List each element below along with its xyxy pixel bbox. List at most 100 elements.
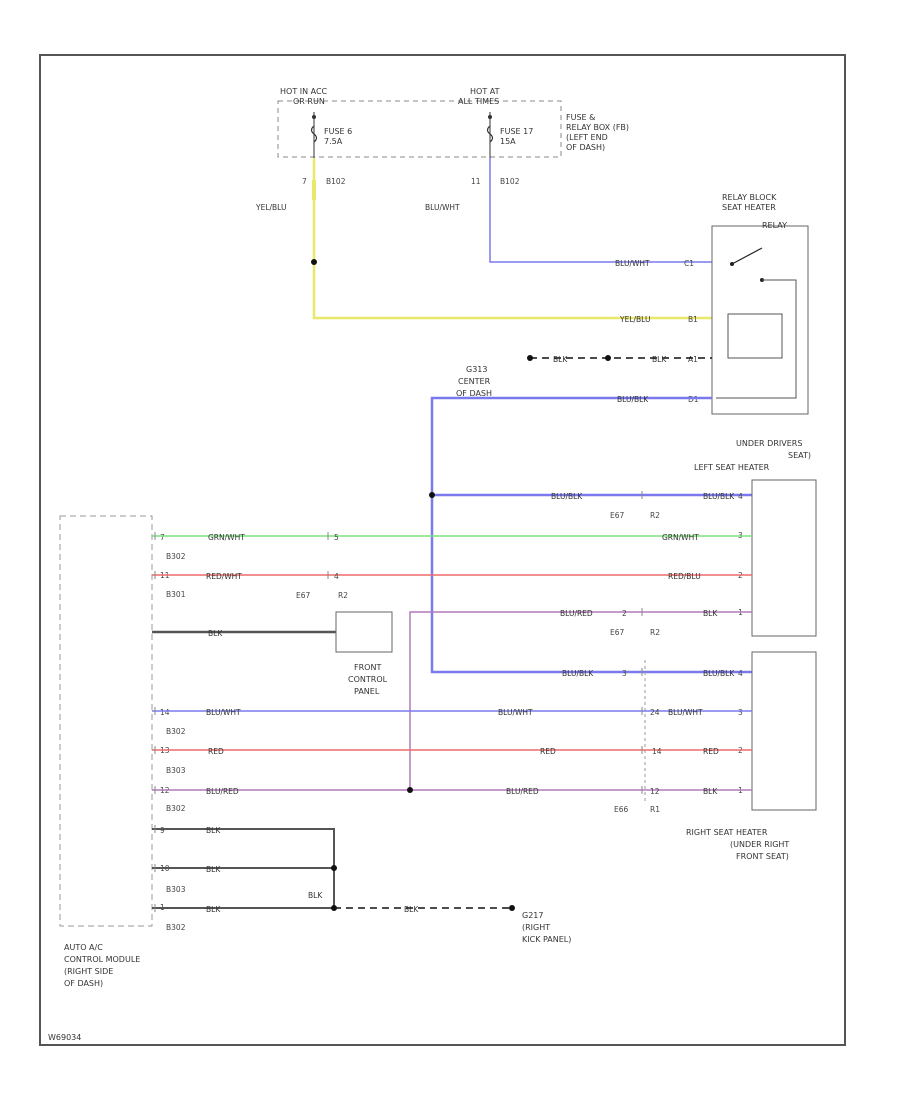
inline-pin-blu-wht: 24 [650,708,660,717]
module-pin-7: 7 [160,533,165,542]
label-blu-wht-heater: BLU/WHT [668,708,703,717]
inline-pin-blu-red-right: 12 [650,787,660,796]
fuse-17-label: FUSE 17 [500,127,533,136]
module-conn-b301-a: B301 [166,590,186,599]
label-blu-red-left: BLU/RED [560,609,593,618]
splice-blu-red [407,787,413,793]
right-heater-pin-3: 3 [738,708,743,717]
module-title-3: (RIGHT SIDE [64,967,113,976]
relay-title-3: RELAY [762,221,787,230]
module-conn-b302-b: B302 [166,727,186,736]
front-panel-title-2: CONTROL [348,675,388,684]
fuse-6-top-node [312,115,316,119]
left-heater-title-2: SEAT) [788,451,811,460]
left-heater-title-1: UNDER DRIVERS [736,439,802,448]
relay-pin-d1: D1 [688,395,699,404]
fuse-6-connector: B102 [326,177,346,186]
label-red-blu: RED/BLU [668,572,701,581]
label-yel-blu-vertical: YEL/BLU [255,203,286,212]
g313-id: G313 [466,365,487,374]
left-heater-title-3: LEFT SEAT HEATER [694,463,770,472]
module-conn-b302-c: B302 [166,804,186,813]
hot-at-all-line2: ALL TIMES [458,97,499,106]
inline-pin-blu-red: 2 [622,609,627,618]
splice-blu-blk [429,492,435,498]
relay-block-outline [711,225,809,415]
relay-internal-path [716,279,797,399]
label-blk-right-heater: BLK [703,787,718,796]
ground-splice-1 [331,865,337,871]
connector-markers [154,491,643,912]
front-panel-title-3: PANEL [354,687,380,696]
fuse-box-location-1: FUSE & [566,113,595,122]
front-panel-title-1: FRONT [354,663,381,672]
inline-pin-grn-wht: 5 [334,533,339,542]
relay-pin-a1: A1 [688,355,698,364]
label-blu-wht-module: BLU/WHT [206,708,241,717]
label-blk-relay: BLK [652,355,667,364]
connector-e67-mid: E67 [296,591,311,600]
module-conn-b302-d: B302 [166,923,186,932]
label-blk-ground-3: BLK [206,905,221,914]
label-blu-wht-vertical: BLU/WHT [425,203,460,212]
label-grn-wht-left: GRN/WHT [208,533,245,542]
seat-heater-relay: RELAY BLOCK SEAT HEATER RELAY C1 B1 A1 D… [684,193,809,415]
left-heater-pin-4: 4 [738,492,743,501]
module-conn-b303-a: B303 [166,766,186,775]
connector-e67-lower: E67 [610,628,625,637]
label-blk-left-heater: BLK [703,609,718,618]
g313-location-1: CENTER [458,377,491,386]
label-blu-red-mid: BLU/RED [506,787,539,796]
module-title-4: OF DASH) [64,979,103,988]
right-heater-outline [751,651,817,811]
fuse-6-pin: 7 [302,177,307,186]
fuse-box-outline [277,100,562,158]
diagram-code: W69034 [48,1033,81,1042]
g217-node [509,905,515,911]
g313-node [527,355,533,361]
fuse-17-symbol [486,125,494,143]
fuse-6-label: FUSE 6 [324,127,352,136]
inline-pin-red: 14 [652,747,662,756]
label-blk-ground-2: BLK [206,865,221,874]
hot-run-acc-line2: OR RUN [293,97,325,106]
relay-pin-c1: C1 [684,259,694,268]
label-blk-ground-1: BLK [206,826,221,835]
connector-r1: R1 [650,805,660,814]
relay-switch-contact [731,247,763,265]
right-heater-title-2: (UNDER RIGHT [730,840,789,849]
label-blu-blk-left: BLU/BLK [551,492,583,501]
relay-title-2: SEAT HEATER [722,203,776,212]
fuse-17-top-node [488,115,492,119]
label-blk-splice: BLK [308,891,323,900]
diagram-frame [39,54,846,1046]
label-blu-wht-mid: BLU/WHT [498,708,533,717]
fuse-17-pin: 11 [471,177,481,186]
label-blu-red-module: BLU/RED [206,787,239,796]
label-yel-blu-relay: YEL/BLU [619,315,650,324]
module-pin-14: 14 [160,708,170,717]
hot-at-all-line1: HOT AT [470,87,500,96]
module-title-2: CONTROL MODULE [64,955,140,964]
label-red-wht: RED/WHT [206,572,242,581]
label-red-heater: RED [703,747,719,756]
g217-id: G217 [522,911,543,920]
fuse-box-location-3: (LEFT END [566,133,608,142]
label-red-mid: RED [540,747,556,756]
front-control-panel [335,611,393,653]
g217-location-2: KICK PANEL) [522,935,571,944]
fuse-6-symbol [310,125,318,143]
label-grn-wht-right: GRN/WHT [662,533,699,542]
relay-coil [727,313,783,359]
label-blk-g217: BLK [404,905,419,914]
module-conn-b303-b: B303 [166,885,186,894]
module-conn-b302-a: B302 [166,552,186,561]
right-seat-heater: RIGHT SEAT HEATER (UNDER RIGHT FRONT SEA… [686,651,817,861]
connector-e67-upper: E67 [610,511,625,520]
label-blk-g313: BLK [553,355,568,364]
label-blu-blk-right: BLU/BLK [562,669,594,678]
relay-pin-b1: B1 [688,315,698,324]
auto-ac-control-module: AUTO A/C CONTROL MODULE (RIGHT SIDE OF D… [59,515,186,988]
splice-yel-blu [311,259,317,265]
